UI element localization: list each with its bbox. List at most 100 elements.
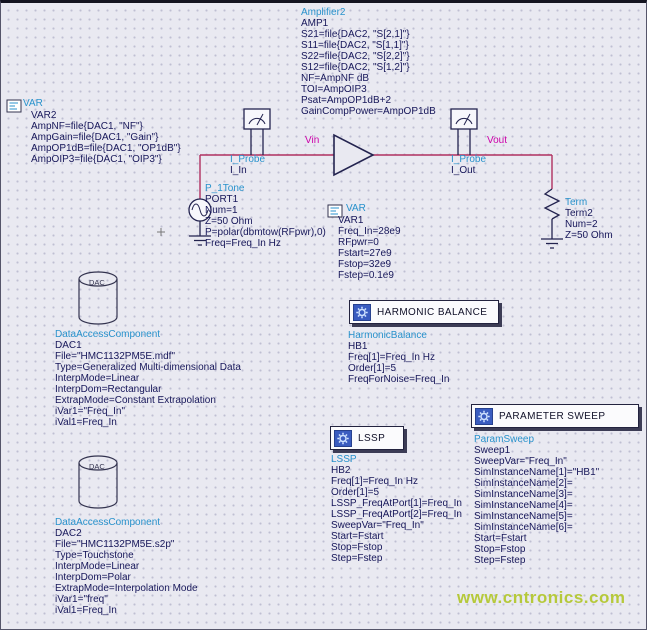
param-line: AMP1 xyxy=(301,18,329,29)
param-line: DAC2 xyxy=(55,528,82,539)
param-line: LSSP_FreqAtPort[1]=Freq_In xyxy=(331,498,462,509)
component-type-label: DataAccessComponent xyxy=(55,329,161,340)
param-line: Num=2 xyxy=(565,219,598,230)
node-label-vin[interactable]: Vin xyxy=(305,135,320,146)
param-line: Z=50 Ohm xyxy=(205,216,253,227)
param-line: InterpDom=Polar xyxy=(55,572,131,583)
term-load-symbol[interactable] xyxy=(541,188,563,249)
param-line: ExtrapMode=Constant Extrapolation xyxy=(55,395,216,406)
param-line: HB1 xyxy=(348,341,368,352)
param-line: Type=Touchstone xyxy=(55,550,134,561)
param-line: S12=file{DAC2, "S[1,2]"} xyxy=(301,62,410,73)
watermark-text: www.cntronics.com xyxy=(457,588,626,607)
parameter-sweep-annotation[interactable]: ParamSweep Sweep1 SweepVar="Freq_In" Sim… xyxy=(474,434,599,566)
node-label-vout[interactable]: Vout xyxy=(487,135,508,146)
param-line: HB2 xyxy=(331,465,351,476)
dac2-symbol[interactable]: DAC xyxy=(78,455,118,509)
param-line: AmpOP1dB=file{DAC1, "OP1dB"} xyxy=(31,143,181,154)
dac1-annotation[interactable]: DataAccessComponent DAC1 File="HMC1132PM… xyxy=(55,329,241,428)
amplifier-symbol[interactable] xyxy=(333,133,375,177)
param-line: Freq[1]=Freq_In Hz xyxy=(348,352,435,363)
var2-type-label: VAR xyxy=(23,98,43,109)
param-line: Type=Generalized Multi-dimensional Data xyxy=(55,362,241,373)
param-line: File="HMC1132PM5E.mdf" xyxy=(55,351,176,362)
param-line: VAR2 xyxy=(31,110,57,121)
param-line: iVal1=Freq_In xyxy=(55,605,117,616)
term-annotation[interactable]: Term Term2 Num=2 Z=50 Ohm xyxy=(565,197,613,241)
param-line: NF=AmpNF dB xyxy=(301,73,370,84)
param-line: Freq[1]=Freq_In Hz xyxy=(331,476,418,487)
param-line: InterpMode=Linear xyxy=(55,373,140,384)
current-probe-in-symbol[interactable] xyxy=(243,108,271,156)
param-line: InterpDom=Rectangular xyxy=(55,384,162,395)
param-line: AmpOIP3=file{DAC1, "OIP3"} xyxy=(31,154,162,165)
component-type-label: DataAccessComponent xyxy=(55,517,161,528)
component-type-label: I_Probe xyxy=(451,154,487,165)
component-type-label: LSSP xyxy=(331,454,357,465)
param-line: VAR1 xyxy=(338,215,364,226)
param-line: PORT1 xyxy=(205,194,239,205)
probe-out-annotation[interactable]: I_Probe I_Out xyxy=(451,154,486,176)
controller-title: LSSP xyxy=(358,432,386,444)
instance-name: I_In xyxy=(230,165,247,176)
var2-icon xyxy=(6,99,22,113)
param-line: AmpGain=file{DAC1, "Gain"} xyxy=(31,132,159,143)
component-type-label: ParamSweep xyxy=(474,434,535,445)
param-line: Order[1]=5 xyxy=(348,363,397,374)
param-line: SimInstanceName[5]= xyxy=(474,511,573,522)
lssp-annotation[interactable]: LSSP HB2 Freq[1]=Freq_In Hz Order[1]=5 L… xyxy=(331,454,462,564)
origin-marker xyxy=(157,228,165,236)
param-line: Fstep=0.1e9 xyxy=(338,270,394,281)
param-line: S22=file{DAC2, "S[2,2]"} xyxy=(301,51,410,62)
param-line: Fstop=32e9 xyxy=(338,259,392,270)
param-line: Stop=Fstop xyxy=(331,542,383,553)
probe-in-annotation[interactable]: I_Probe I_In xyxy=(230,154,265,176)
param-line: GainCompPower=AmpOP1dB xyxy=(301,106,436,117)
param-line: S21=file{DAC2, "S[2,1]"} xyxy=(301,29,410,40)
param-line: Step=Fstep xyxy=(474,555,526,566)
param-line: SweepVar="Freq_In" xyxy=(331,520,424,531)
component-type-label: HarmonicBalance xyxy=(348,330,427,341)
amplifier-annotation[interactable]: Amplifier2 AMP1 S21=file{DAC2, "S[2,1]"}… xyxy=(301,7,436,117)
component-type-label: I_Probe xyxy=(230,154,266,165)
param-line: Num=1 xyxy=(205,205,238,216)
param-line: ExtrapMode=Interpolation Mode xyxy=(55,583,198,594)
harmonic-balance-annotation[interactable]: HarmonicBalance HB1 Freq[1]=Freq_In Hz O… xyxy=(348,330,449,385)
param-line: Start=Fstart xyxy=(331,531,384,542)
harmonic-balance-controller[interactable]: HARMONIC BALANCE xyxy=(349,300,499,324)
controller-title: PARAMETER SWEEP xyxy=(499,410,606,422)
current-probe-out-symbol[interactable] xyxy=(450,108,478,156)
p1tone-annotation[interactable]: P_1Tone PORT1 Num=1 Z=50 Ohm P=polar(dbm… xyxy=(205,183,326,249)
param-line: iVar1="Freq_In" xyxy=(55,406,126,417)
param-line: Freq=Freq_In Hz xyxy=(205,238,281,249)
param-line: FreqForNoise=Freq_In xyxy=(348,374,450,385)
param-line: Fstart=27e9 xyxy=(338,248,392,259)
param-line: Stop=Fstop xyxy=(474,544,526,555)
param-line: Z=50 Ohm xyxy=(565,230,613,241)
param-line: SweepVar="Freq_In" xyxy=(474,456,567,467)
param-line: AmpNF=file{DAC1, "NF"} xyxy=(31,121,143,132)
param-line: File="HMC1132PM5E.s2p" xyxy=(55,539,175,550)
param-line: iVal1=Freq_In xyxy=(55,417,117,428)
param-line: Sweep1 xyxy=(474,445,511,456)
lssp-controller[interactable]: LSSP xyxy=(330,426,404,450)
param-line: Order[1]=5 xyxy=(331,487,380,498)
dac2-icon-label: DAC xyxy=(89,462,105,471)
dac2-annotation[interactable]: DataAccessComponent DAC2 File="HMC1132PM… xyxy=(55,517,198,616)
controller-title: HARMONIC BALANCE xyxy=(377,306,488,318)
gear-icon xyxy=(334,429,352,447)
dac1-icon-label: DAC xyxy=(89,278,105,287)
component-type-label: Amplifier2 xyxy=(301,7,346,18)
param-line: Term2 xyxy=(565,208,593,219)
parameter-sweep-controller[interactable]: PARAMETER SWEEP xyxy=(471,404,639,428)
dac1-symbol[interactable]: DAC xyxy=(78,271,118,325)
param-line: TOI=AmpOIP3 xyxy=(301,84,367,95)
param-line: S11=file{DAC2, "S[1,1]"} xyxy=(301,40,409,51)
param-line: DAC1 xyxy=(55,340,82,351)
var2-annotation[interactable]: VAR2 AmpNF=file{DAC1, "NF"} AmpGain=file… xyxy=(31,110,181,165)
param-line: SimInstanceName[6]= xyxy=(474,522,573,533)
var1-annotation[interactable]: VAR1 Freq_In=28e9 RFpwr=0 Fstart=27e9 Fs… xyxy=(338,215,401,281)
param-line: SimInstanceName[2]= xyxy=(474,478,573,489)
param-line: SimInstanceName[3]= xyxy=(474,489,573,500)
